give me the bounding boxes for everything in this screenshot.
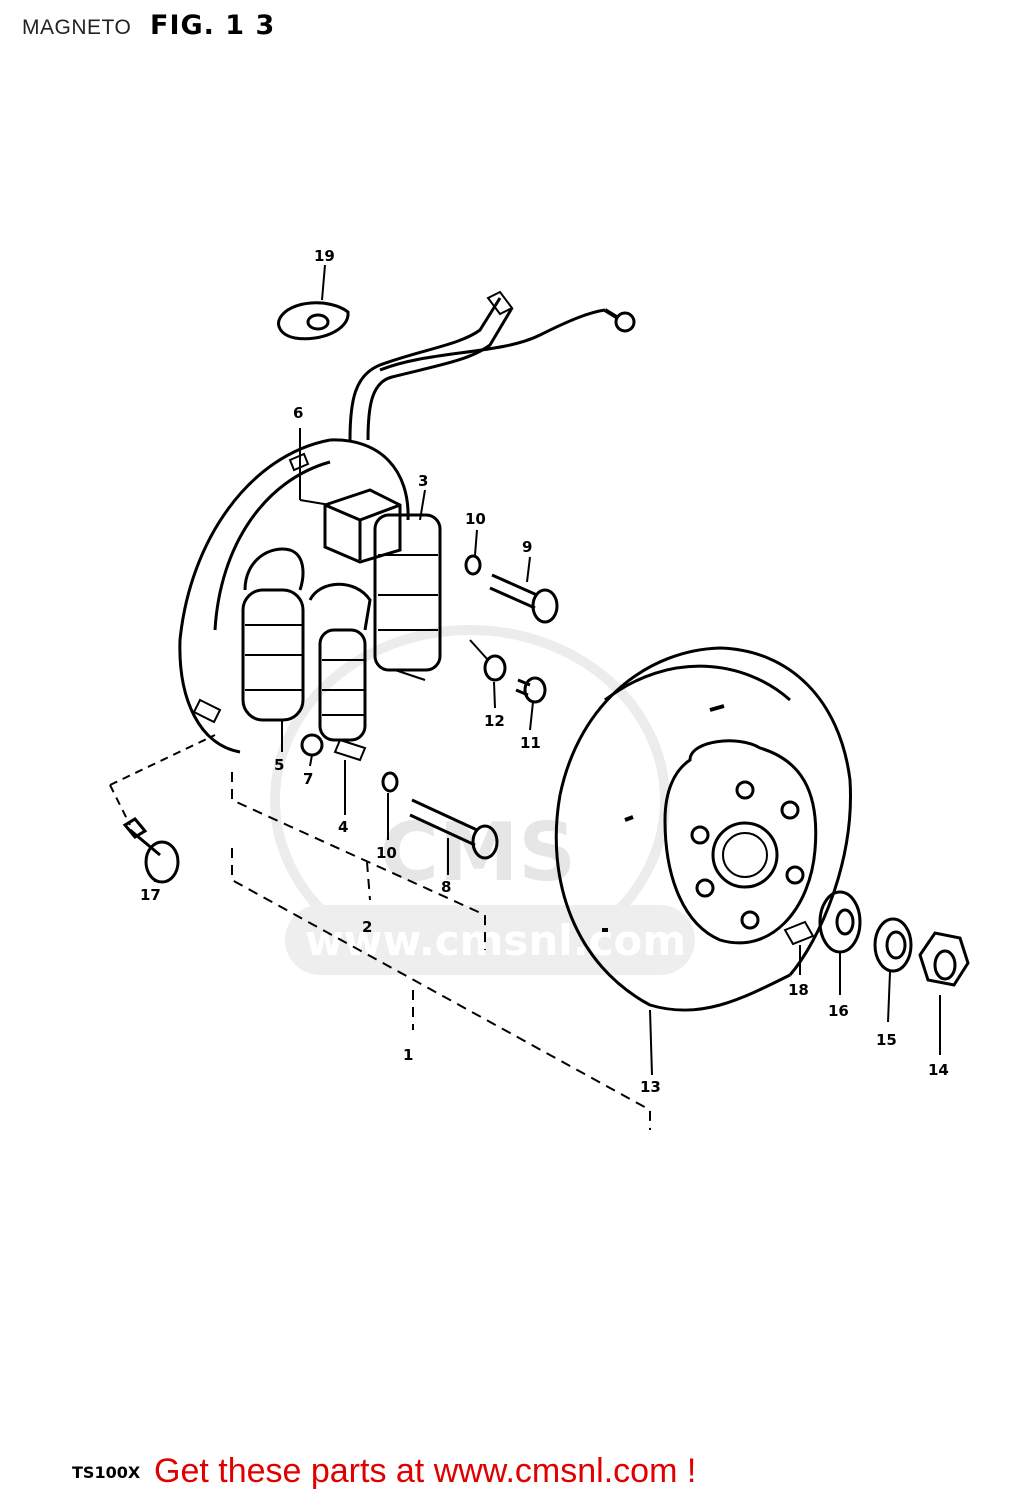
callout-12: 12 — [484, 712, 505, 730]
lock-washer-15 — [873, 917, 913, 973]
watermark-brand: CMS — [380, 806, 576, 899]
pin-7 — [300, 733, 324, 757]
callout-14: 14 — [928, 1061, 949, 1079]
callouts: 1 2 3 4 5 6 7 8 9 10 10 11 12 13 14 15 1… — [140, 247, 949, 1096]
screw-8 — [381, 771, 499, 860]
callout-19: 19 — [314, 247, 335, 265]
screw-17 — [122, 817, 180, 884]
lead-wire — [348, 290, 636, 441]
ignition-coil — [308, 582, 372, 762]
washer-16 — [818, 890, 862, 954]
callout-9: 9 — [522, 538, 532, 556]
figure-label: FIG. 1 3 — [150, 10, 276, 41]
callout-4: 4 — [338, 818, 348, 836]
callout-18: 18 — [788, 981, 809, 999]
contact-block — [323, 488, 402, 564]
callout-6: 6 — [293, 404, 303, 422]
callout-2: 2 — [362, 918, 372, 936]
callout-1: 1 — [403, 1046, 413, 1064]
callout-17: 17 — [140, 886, 161, 904]
watermark: CMS www.cmsnl.com — [270, 625, 695, 975]
screw-11 — [483, 654, 547, 704]
washer-19 — [277, 301, 350, 341]
screw-9 — [464, 554, 559, 624]
callout-8: 8 — [441, 878, 451, 896]
callout-15: 15 — [876, 1031, 897, 1049]
callout-16: 16 — [828, 1002, 849, 1020]
callout-11: 11 — [520, 734, 541, 752]
model-code: TS100X — [72, 1463, 141, 1482]
promo-link[interactable]: Get these parts at www.cmsnl.com ! — [154, 1452, 697, 1490]
callout-5: 5 — [274, 756, 284, 774]
section-title: MAGNETO — [22, 16, 132, 39]
charging-coil — [373, 513, 442, 681]
stator-plate — [178, 438, 410, 754]
callout-10-lower: 10 — [376, 844, 397, 862]
nut-14 — [918, 931, 970, 987]
lighting-coil — [241, 547, 305, 722]
leader-lines — [154, 264, 941, 1076]
callout-3: 3 — [418, 472, 428, 490]
callout-10-upper: 10 — [465, 510, 486, 528]
group-brackets — [231, 772, 651, 1130]
watermark-url: www.cmsnl.com — [305, 916, 686, 965]
callout-13: 13 — [640, 1078, 661, 1096]
callout-7: 7 — [303, 770, 313, 788]
